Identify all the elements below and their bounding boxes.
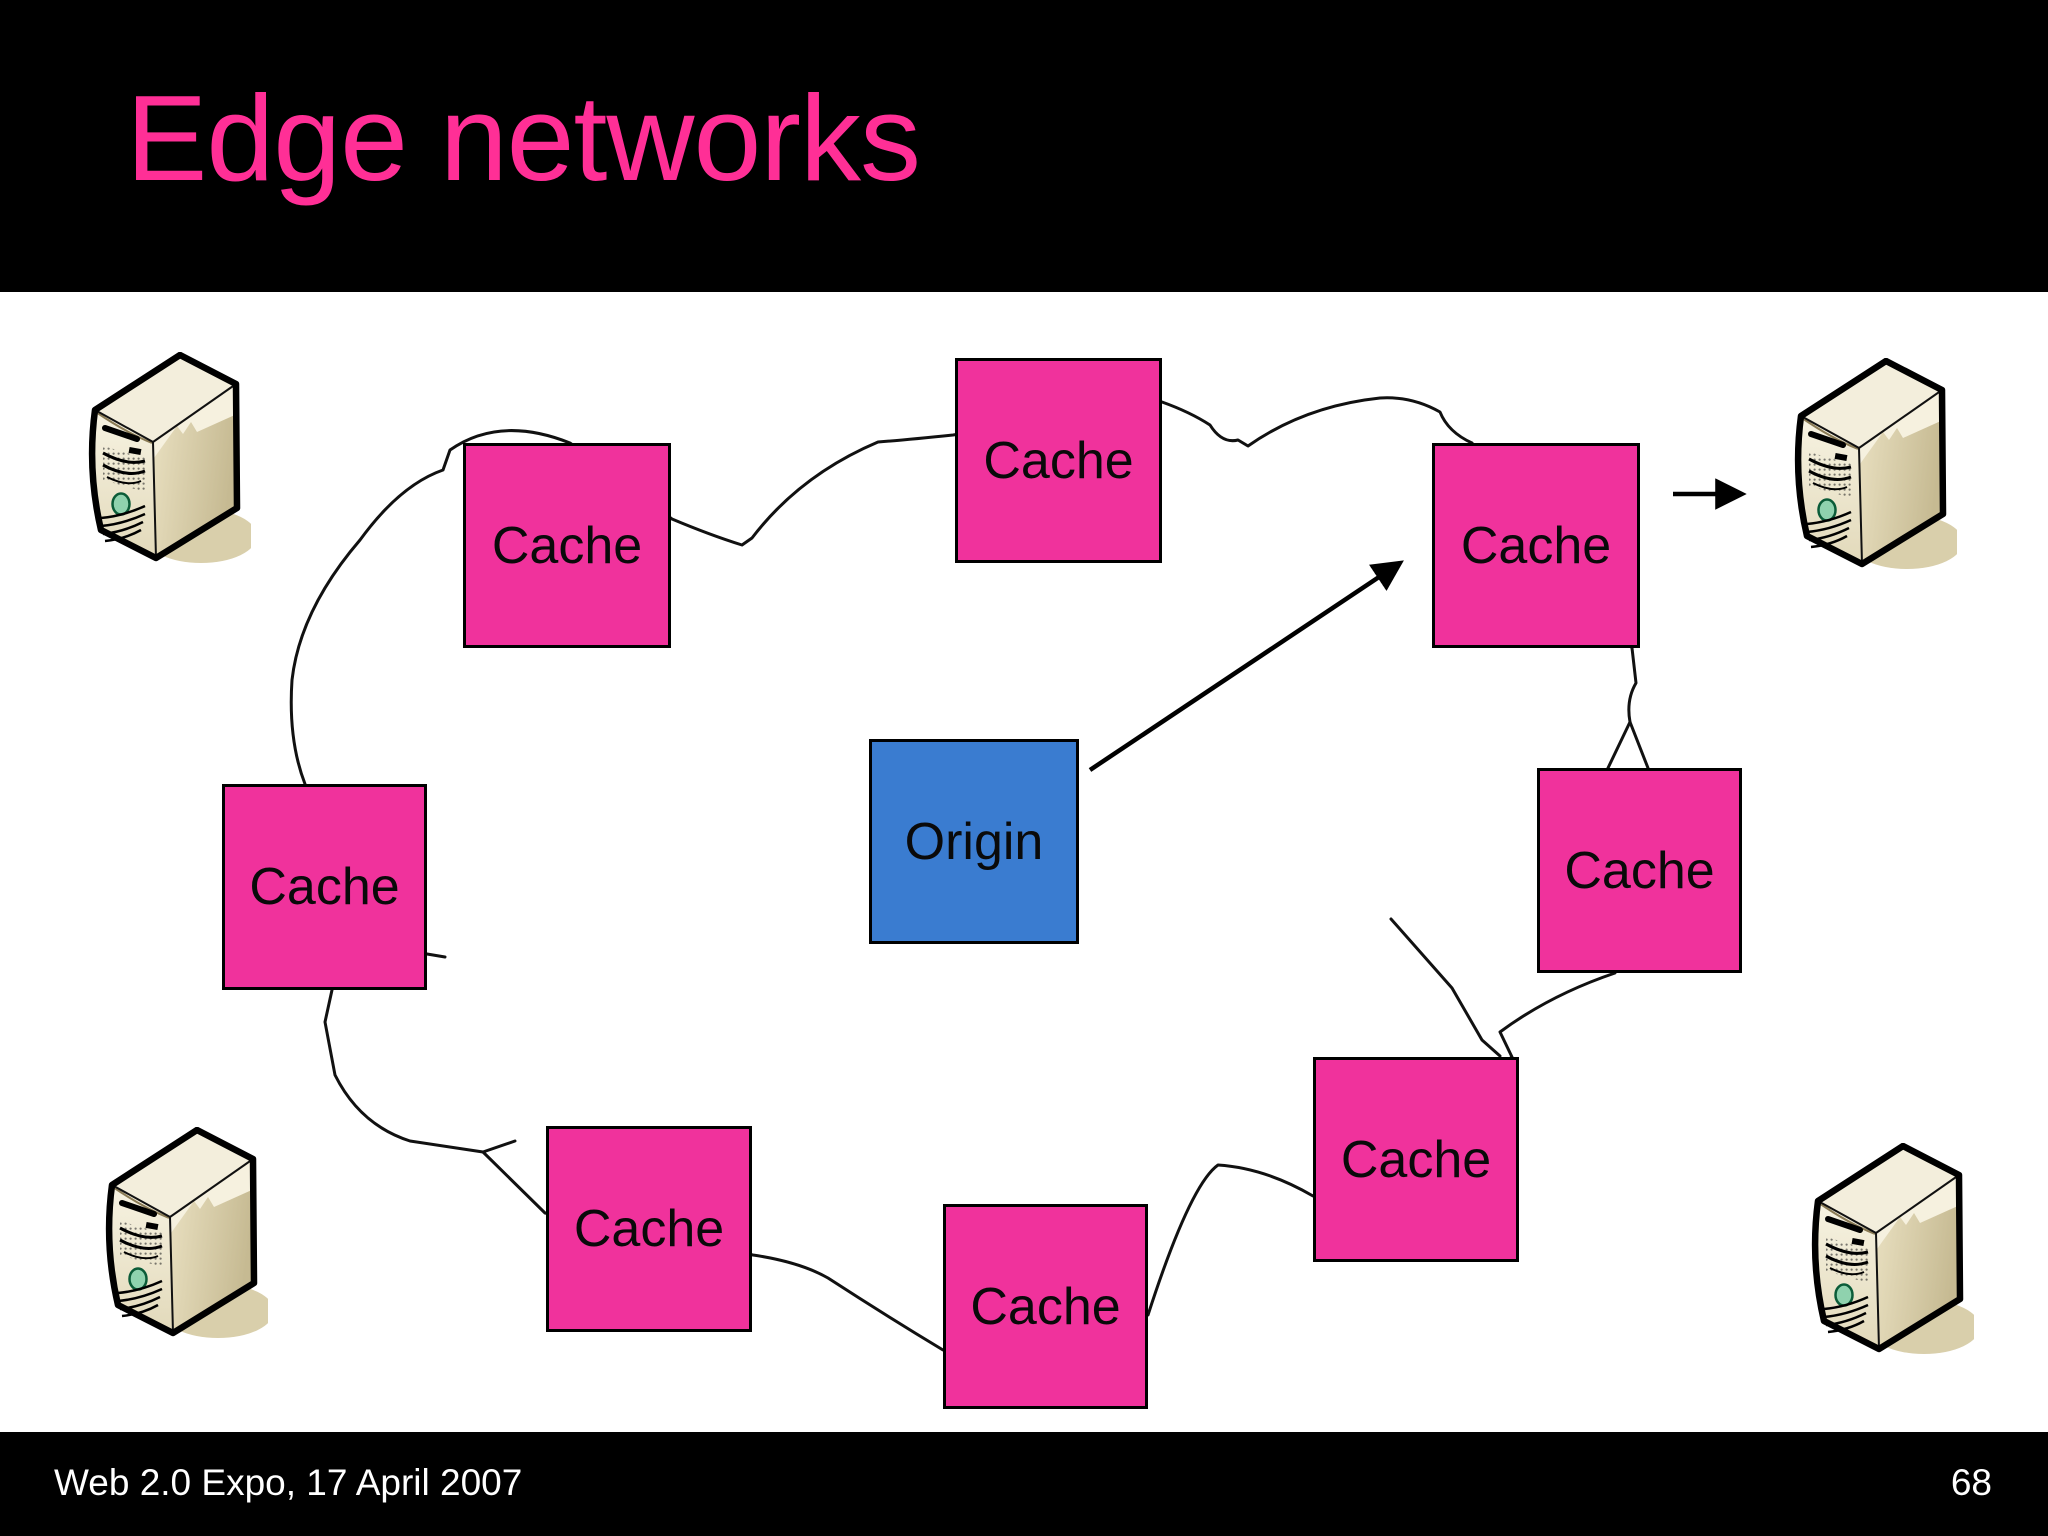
cache-node: Cache [943,1204,1148,1409]
cache-node: Cache [546,1126,752,1332]
cache-node-label: Cache [983,431,1134,490]
arrow-origin-to-cache [1088,560,1404,772]
cache-node: Cache [1313,1057,1519,1262]
title-bar [0,0,2048,292]
cache-node: Cache [1537,768,1742,973]
origin-node: Origin [869,739,1079,944]
cache-node-label: Cache [573,1200,725,1258]
cache-node: Cache [955,358,1162,563]
cache-node-label: Cache [491,516,643,575]
cache-node-label: Cache [1340,1130,1492,1189]
cache-node-label: Cache [1564,841,1715,900]
slide-number: 68 [1950,1462,1992,1503]
cache-node-label: Cache [1460,516,1612,575]
server-icon [92,355,257,563]
cache-node-label: Cache [249,858,400,916]
cache-node: Cache [222,784,427,990]
footer-text: Web 2.0 Expo, 17 April 2007 [54,1462,523,1503]
origin-node-label: Origin [904,812,1044,871]
server-icon [109,1130,274,1338]
cache-node: Cache [1432,443,1640,648]
server-icon [1815,1146,1980,1354]
network-cloud [289,396,1650,1352]
page-title: Edge networks [126,70,921,206]
footer-bar [0,1432,2048,1536]
cache-node-label: Cache [970,1277,1121,1336]
cache-node: Cache [463,443,671,648]
server-icon [1798,361,1963,569]
